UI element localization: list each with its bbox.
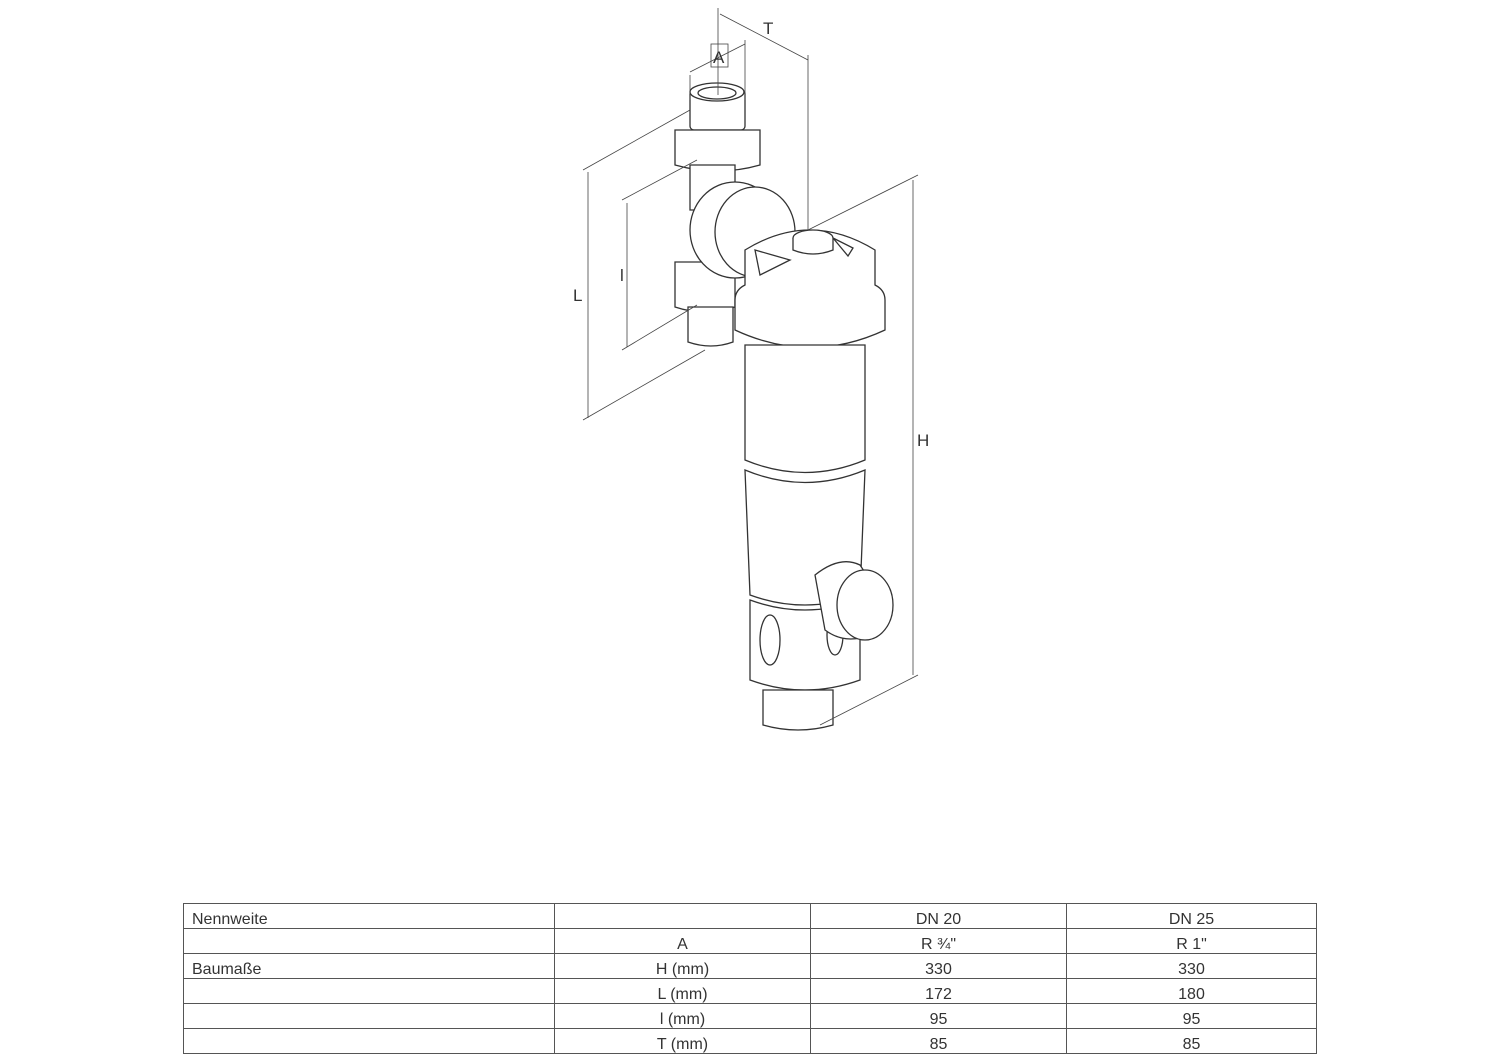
table-row: T (mm) 85 85 (183, 1028, 1317, 1054)
table-cell: 172 (810, 978, 1067, 1004)
table-row: A R ¾" R 1" (183, 928, 1317, 954)
table-cell (183, 978, 555, 1004)
table-cell: 330 (1066, 953, 1317, 979)
table-cell: 330 (810, 953, 1067, 979)
dimension-label-l: L (573, 286, 582, 305)
table-cell (183, 1003, 555, 1029)
table-cell: 95 (810, 1003, 1067, 1029)
dimension-label-t: T (763, 19, 773, 38)
table-cell (554, 903, 811, 929)
table-row: L (mm) 172 180 (183, 978, 1317, 1004)
dimensions-table: Nennweite DN 20 DN 25 A R ¾" R 1" Baumaß… (183, 903, 1317, 1054)
table-cell: DN 20 (810, 903, 1067, 929)
dimension-label-h: H (917, 431, 929, 450)
table-cell: 85 (1066, 1028, 1317, 1054)
table-row: Baumaße H (mm) 330 330 (183, 953, 1317, 979)
table-cell: 95 (1066, 1003, 1317, 1029)
table-cell: T (mm) (554, 1028, 811, 1054)
dimension-label-small-l: l (620, 266, 624, 285)
table-cell: A (554, 928, 811, 954)
filter-head (734, 229, 886, 349)
table-cell: H (mm) (554, 953, 811, 979)
table-cell (183, 928, 555, 954)
filter-bowl (744, 344, 866, 731)
table-cell: 180 (1066, 978, 1317, 1004)
table-cell: Baumaße (183, 953, 555, 979)
table-row: l (mm) 95 95 (183, 1003, 1317, 1029)
table-cell: DN 25 (1066, 903, 1317, 929)
table-cell: R ¾" (810, 928, 1067, 954)
dimension-label-a: A (713, 48, 725, 67)
table-cell: L (mm) (554, 978, 811, 1004)
table-cell (183, 1028, 555, 1054)
table-cell: R 1" (1066, 928, 1317, 954)
filter-technical-drawing: A T L l H (573, 8, 929, 731)
table-cell: l (mm) (554, 1003, 811, 1029)
table-row: Nennweite DN 20 DN 25 (183, 903, 1317, 929)
table-cell: 85 (810, 1028, 1067, 1054)
drain-valve-knob (814, 561, 894, 641)
table-cell: Nennweite (183, 903, 555, 929)
dimension-lines (582, 8, 919, 726)
